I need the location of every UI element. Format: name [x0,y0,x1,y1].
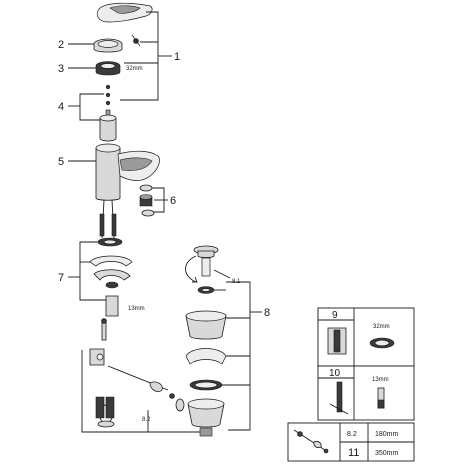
drain-assembly [185,245,227,437]
mounting-kit-part [89,237,133,317]
wrench-size-13mm: 13mm [128,306,145,312]
box-size-13mm: 13mm [372,377,389,383]
callout-5: 5 [58,156,64,168]
table-ref-11: 11 [348,447,359,459]
faucet-body [95,143,160,239]
callout-7: 7 [58,272,64,284]
cap-part [93,38,123,53]
table-ref-8-2: 8.2 [347,431,357,438]
callout-numbers: 1 2 3 4 5 6 7 8 [58,39,270,319]
callout-2: 2 [58,39,64,51]
leader-lines [68,11,262,433]
cartridge-nut-part [95,61,121,76]
table-length-180mm: 180mm [375,431,399,438]
length-table: 8.2 180mm 11 350mm [287,422,415,462]
label-8-1: 8.1 [232,279,241,285]
callout-6: 6 [170,195,176,207]
wrench-size-32mm: 32mm [126,66,143,72]
callout-10: 10 [329,368,341,379]
aerator-part [139,184,155,217]
pop-up-rod-assembly [89,318,185,428]
callout-4: 4 [58,101,64,113]
callout-8: 8 [264,307,270,319]
table-length-350mm: 350mm [375,450,399,457]
box-size-32mm: 32mm [373,324,390,330]
cartridge-part [99,84,117,142]
dimension-labels: 32mm 13mm 8.1 8.2 [126,66,241,423]
lever-handle [96,2,153,23]
callout-3: 3 [58,63,64,75]
set-screw-part [131,34,141,47]
callout-1: 1 [174,51,180,63]
label-8-2: 8.2 [142,417,151,423]
tools-box: 9 10 32mm 13mm [317,307,415,421]
callout-9: 9 [332,310,338,321]
